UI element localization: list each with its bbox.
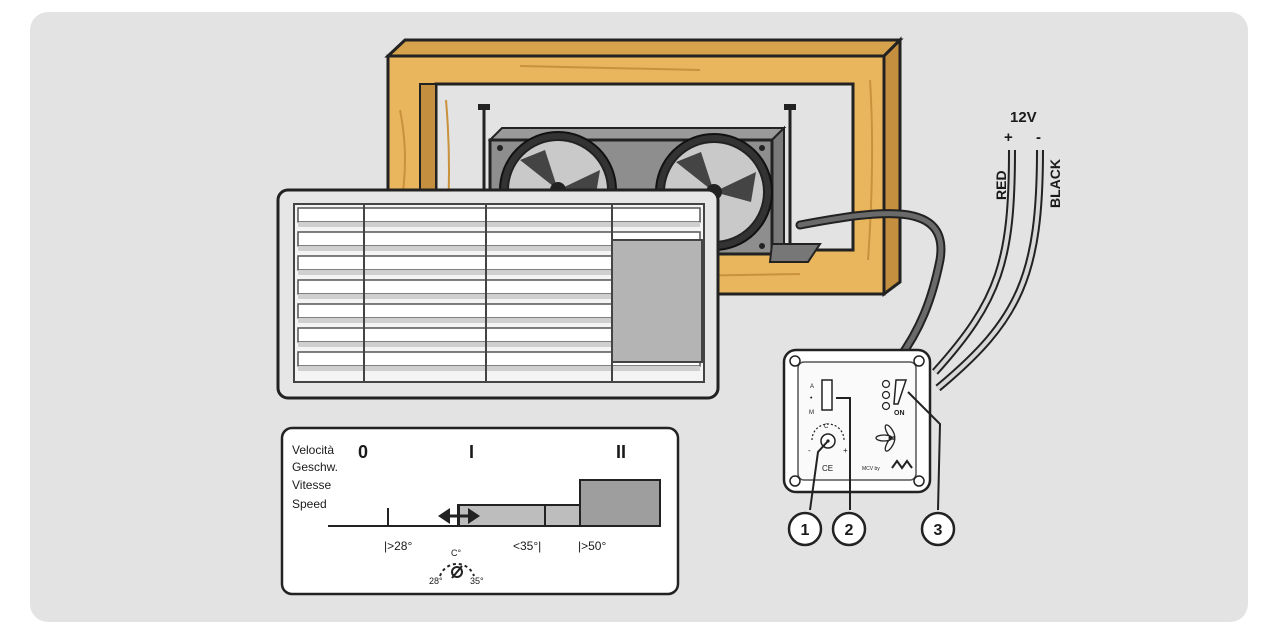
panel-screw-br (913, 475, 925, 487)
power-switch[interactable] (893, 379, 908, 405)
panel-screw-bl (789, 475, 801, 487)
adjust-range-arrow (438, 506, 480, 527)
mode-mark-m: M (809, 410, 814, 416)
dial-unit-label: C° (451, 548, 461, 558)
knob-scale-arc (811, 423, 845, 441)
threshold-28: |>28° (384, 539, 412, 553)
grille-slat-shadow (298, 246, 700, 251)
grille-slat-shadow (298, 222, 700, 227)
callout-1: 1 (787, 511, 823, 547)
grille-slat-shadow (298, 294, 700, 299)
plus-terminal-label: + (1004, 129, 1013, 146)
screw-right (784, 104, 796, 250)
power-cables (932, 149, 1044, 392)
speed-label-it: Velocità (292, 443, 334, 457)
speed-label-fr: Vitesse (292, 478, 331, 492)
brand-label: MCV by (862, 466, 880, 472)
callout-leaders (809, 391, 942, 511)
grille-slat (297, 207, 701, 223)
threshold-50: |>50° (578, 539, 606, 553)
brand-logo (891, 459, 913, 470)
panel-screw-tr (913, 355, 925, 367)
voltage-label: 12V (1010, 109, 1037, 126)
red-wire-label: RED (993, 170, 1009, 200)
callout-1-text: 1 (801, 522, 810, 539)
mode-switch[interactable] (821, 379, 833, 411)
speed-chart-card: Velocità Geschw. Vitesse Speed 0 I II |>… (280, 426, 680, 596)
speed-level-1: I (469, 442, 474, 462)
speed-level-0: 0 (358, 442, 368, 462)
grille-slat-shadow (298, 318, 700, 323)
dial-min-label: 28° (429, 576, 443, 586)
speed-bar-level-2 (579, 479, 661, 527)
mode-mark-a: A (810, 384, 814, 390)
threshold-35: <35°| (513, 539, 541, 553)
grille-slat-shadow (298, 270, 700, 275)
temperature-dial-icon (439, 562, 475, 579)
ce-mark: CE (822, 464, 833, 473)
on-label: ON (894, 410, 905, 417)
speed-label-en: Speed (292, 497, 327, 511)
knob-plus-label: + (843, 446, 848, 455)
panel-screw-tl (789, 355, 801, 367)
fan-cable (795, 209, 946, 365)
grille-slat-shadow (298, 342, 700, 347)
dial-max-label: 35° (470, 576, 484, 586)
callout-3: 3 (920, 511, 956, 547)
minus-terminal-label: - (1036, 129, 1041, 146)
callout-3-text: 3 (934, 522, 943, 539)
vent-grille (276, 188, 720, 400)
fan-icon (875, 424, 896, 452)
black-wire-label: BLACK (1047, 159, 1063, 208)
speed-level-2: II (616, 442, 626, 462)
indicator-leds (881, 379, 891, 411)
knob-minus-label: - (808, 446, 811, 455)
callout-2-text: 2 (845, 522, 854, 539)
screw-left (478, 104, 490, 190)
callout-2: 2 (831, 511, 867, 547)
grille-slat-shadow (298, 366, 700, 371)
mode-mark-dot: • (810, 395, 813, 402)
speed-label-de: Geschw. (292, 460, 338, 474)
knob-c-label: C (824, 424, 829, 430)
control-panel: A • M ON C - + CE MCV by (782, 348, 932, 494)
